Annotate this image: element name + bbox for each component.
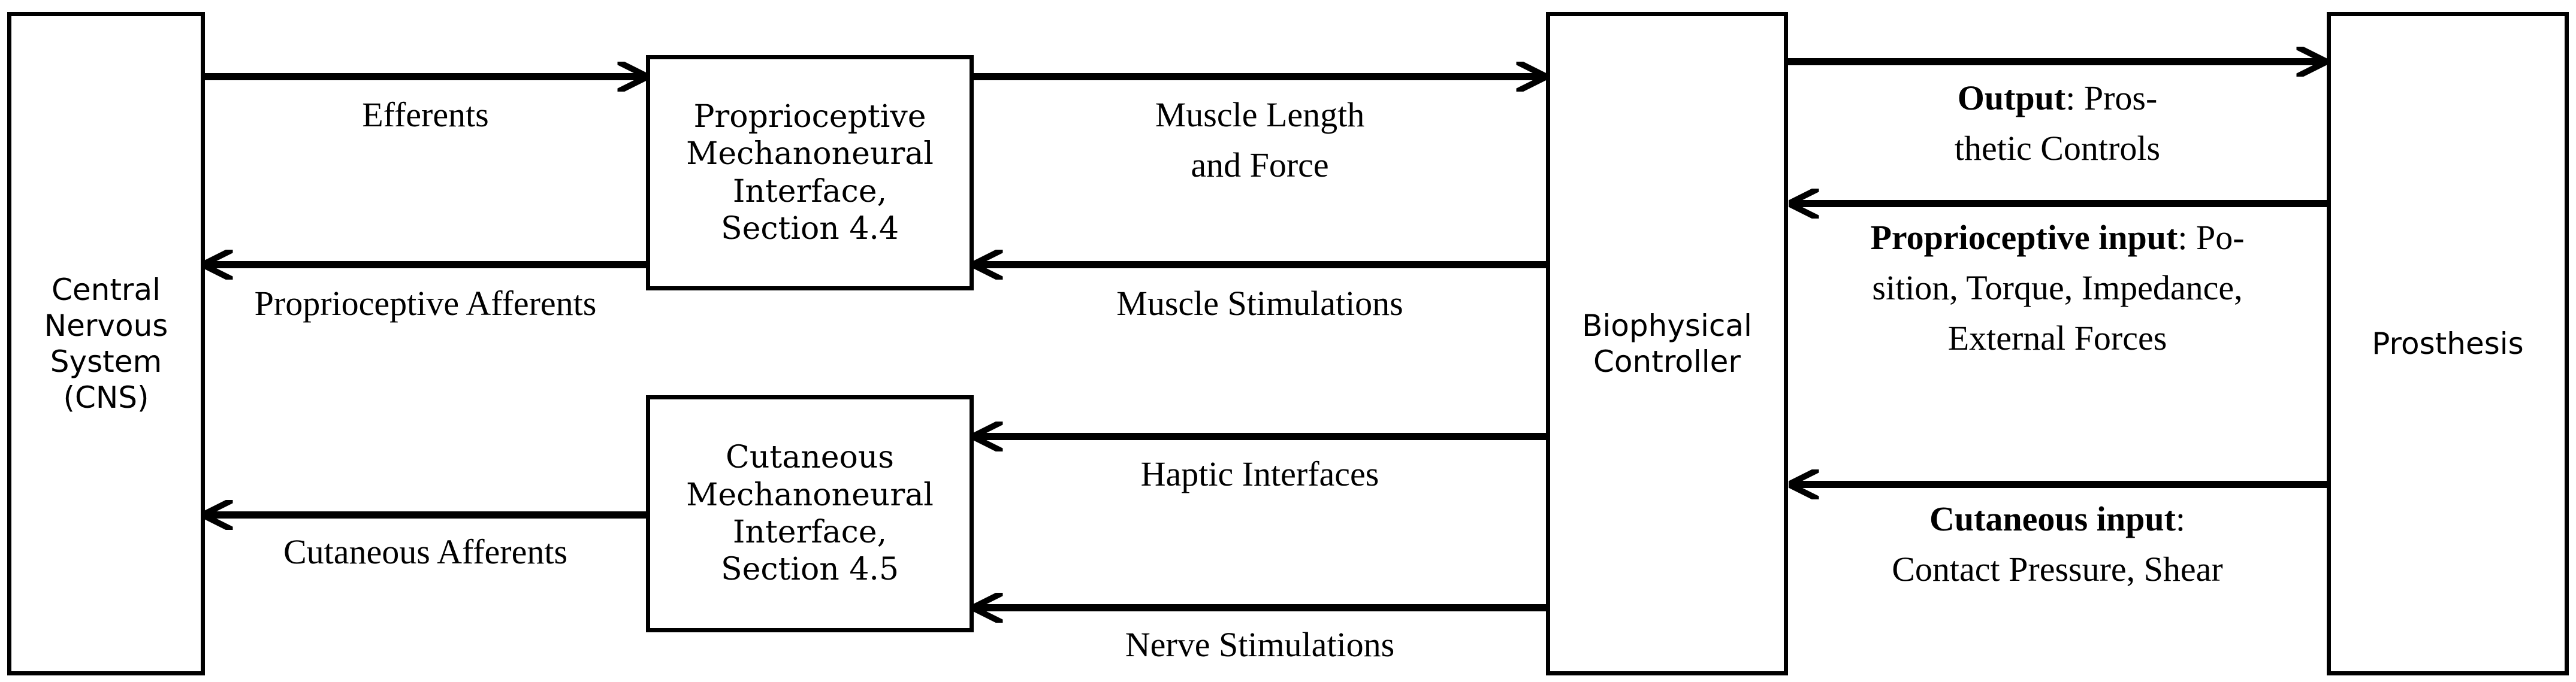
nerve-stimulations-text: Nerve Stimulations [1125, 625, 1395, 664]
output-line2: thetic Controls [1954, 129, 2161, 168]
muscle-length-label: Muscle Length and Force [974, 90, 1546, 190]
cutaneous-interface-box: Cutaneous Mechanoneural Interface, Secti… [646, 395, 974, 632]
cns-label: Central Nervous System (CNS) [44, 272, 168, 415]
haptic-interfaces-label: Haptic Interfaces [974, 449, 1546, 499]
cutaneous-input-bold: Cutaneous input [1929, 499, 2176, 538]
proprioceptive-afferents-text: Proprioceptive Afferents [254, 284, 597, 323]
nerve-stimulations-label: Nerve Stimulations [974, 620, 1546, 670]
cutaneous-afferents-label: Cutaneous Afferents [205, 527, 646, 577]
controller-box: Biophysical Controller [1546, 12, 1788, 675]
haptic-interfaces-text: Haptic Interfaces [1140, 454, 1379, 493]
cutaneous-input-line1: Cutaneous input: [1788, 494, 2327, 544]
proprioceptive-afferents-label: Proprioceptive Afferents [205, 278, 646, 329]
prosthesis-box: Prosthesis [2327, 12, 2569, 675]
cutaneous-input-line1-rest: : [2175, 499, 2186, 538]
cns-box: Central Nervous System (CNS) [7, 12, 205, 675]
proprioceptive-input-line1: Proprioceptive input: Po- [1788, 213, 2327, 263]
controller-label: Biophysical Controller [1582, 308, 1752, 379]
cutaneous-afferents-text: Cutaneous Afferents [283, 532, 568, 571]
proprioceptive-input-bold: Proprioceptive input [1870, 218, 2178, 257]
cutaneous-interface-label: Cutaneous Mechanoneural Interface, Secti… [686, 439, 934, 588]
prosthesis-label: Prosthesis [2372, 326, 2524, 361]
cutaneous-input-label: Cutaneous input: Contact Pressure, Shear [1788, 494, 2327, 595]
proprioceptive-input-label: Proprioceptive input: Po- sition, Torque… [1788, 213, 2327, 363]
output-bold: Output [1957, 78, 2066, 117]
proprioceptive-input-line1-rest: : Po- [2178, 218, 2245, 257]
cutaneous-input-line2: Contact Pressure, Shear [1892, 550, 2223, 589]
efferents-text: Efferents [362, 95, 489, 134]
muscle-stimulations-text: Muscle Stimulations [1116, 284, 1403, 323]
muscle-length-line1: Muscle Length [1155, 95, 1365, 134]
proprioceptive-input-line3: External Forces [1947, 319, 2167, 358]
proprioceptive-interface-box: Proprioceptive Mechanoneural Interface, … [646, 55, 974, 290]
proprioceptive-input-line2: sition, Torque, Impedance, [1872, 268, 2243, 308]
output-line1: Output: Pros- [1788, 73, 2327, 123]
muscle-stimulations-label: Muscle Stimulations [974, 278, 1546, 329]
muscle-length-line2: and Force [1191, 146, 1329, 185]
proprioceptive-interface-label: Proprioceptive Mechanoneural Interface, … [686, 98, 934, 247]
output-label: Output: Pros- thetic Controls [1788, 73, 2327, 174]
efferents-label: Efferents [288, 90, 563, 140]
output-line1-rest: : Pros- [2065, 78, 2158, 117]
